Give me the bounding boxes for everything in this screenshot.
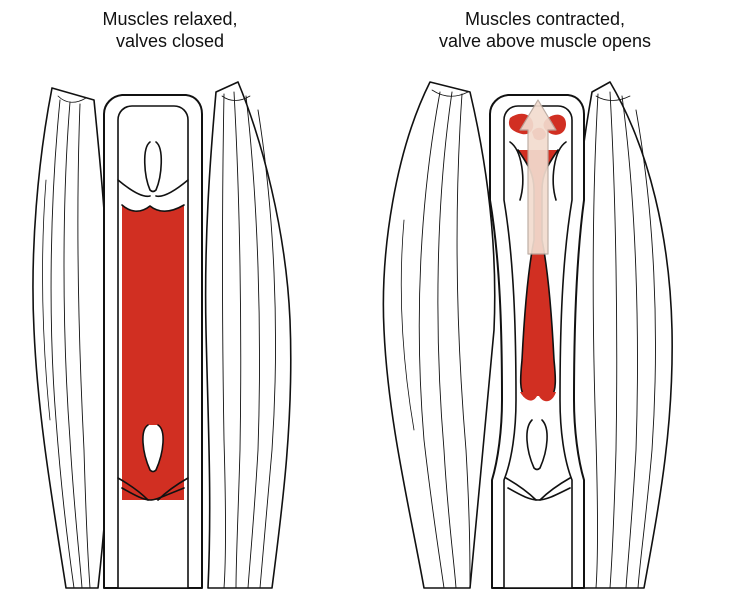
upper-valve-relaxed [143,141,163,193]
caption-contracted: Muscles contracted, valve above muscle o… [380,8,710,52]
muscle-left-inner [204,81,292,589]
lower-valve-relaxed [142,424,164,473]
up-arrow-icon [519,99,557,255]
blood-column-contracted [518,150,558,396]
left-panel [32,81,292,589]
muscle-left-outer [32,87,112,589]
vein-contracted [489,94,585,589]
caption-relaxed: Muscles relaxed, valves closed [40,8,300,52]
caption-contracted-line2: valve above muscle opens [438,31,652,51]
muscle-right-outer [382,81,496,589]
caption-relaxed-line2: valves closed [115,31,225,51]
lower-valve-contracted [526,419,548,471]
caption-relaxed-line1: Muscles relaxed, [102,9,238,29]
vein-relaxed [103,94,203,589]
muscle-right-inner [569,81,673,589]
caption-contracted-line1: Muscles contracted, [464,9,626,29]
blood-column-relaxed [122,205,184,500]
right-panel [382,81,673,589]
